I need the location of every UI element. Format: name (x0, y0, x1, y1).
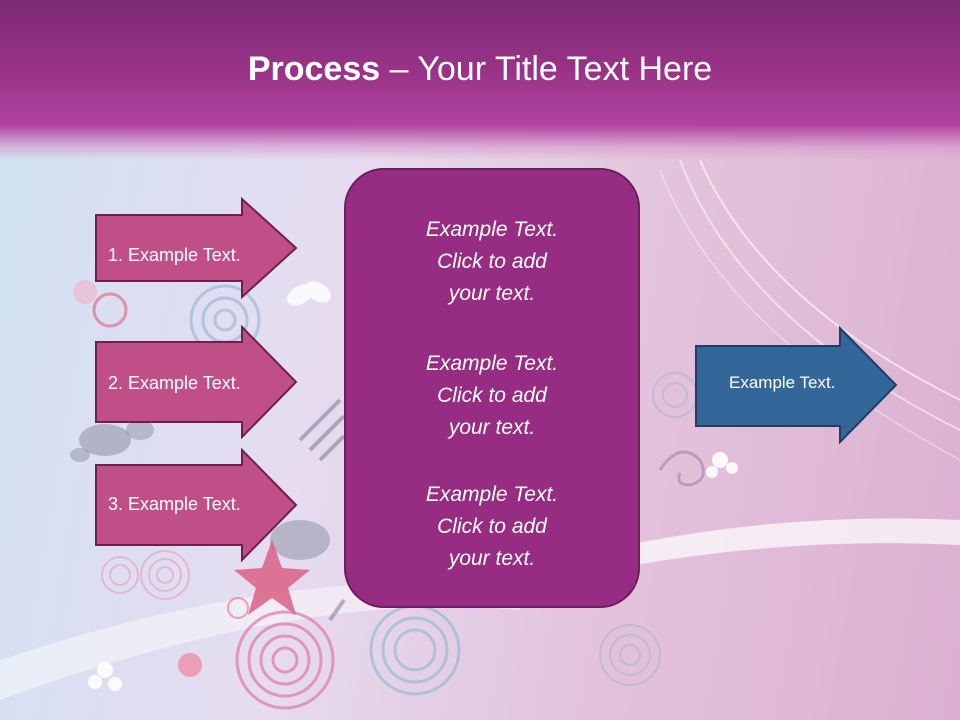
title-bar (0, 0, 960, 160)
center-block-3-line-3: your text. (448, 547, 536, 570)
center-block-2-line-2: Click to add (437, 384, 547, 407)
center-block-2-line-3: your text. (448, 416, 536, 439)
title-rest: – Your Title Text Here (380, 50, 713, 88)
title-bold: Process (247, 50, 381, 88)
left-arrow-label-3: 3. Example Text. (108, 494, 241, 514)
center-text-block-2: Example Text. Click to add your text. (346, 348, 638, 444)
center-block-3-line-2: Click to add (437, 515, 547, 538)
left-arrow-shape-2[interactable] (94, 325, 300, 439)
center-block-1-line-2: Click to add (437, 250, 547, 273)
center-block-1-line-3: your text. (448, 282, 536, 305)
center-block-3-line-1: Example Text. (425, 483, 559, 506)
right-arrow-label: Example Text. (729, 373, 836, 392)
slide-title[interactable]: Process – Your Title Text Here (0, 50, 960, 89)
right-arrow-shape[interactable] (694, 326, 900, 446)
left-arrow-label-1: 1. Example Text. (108, 245, 241, 265)
left-arrow-label-2: 2. Example Text. (108, 373, 241, 393)
center-block-1-line-1: Example Text. (425, 218, 559, 241)
center-block-2-line-1: Example Text. (425, 352, 559, 375)
center-text-box[interactable]: Example Text. Click to add your text. Ex… (344, 168, 640, 608)
center-text-block-3: Example Text. Click to add your text. (346, 479, 638, 575)
left-arrow-shape-1[interactable] (94, 197, 300, 299)
center-text-block-1: Example Text. Click to add your text. (346, 214, 638, 310)
left-arrow-shape-3[interactable] (94, 448, 300, 564)
